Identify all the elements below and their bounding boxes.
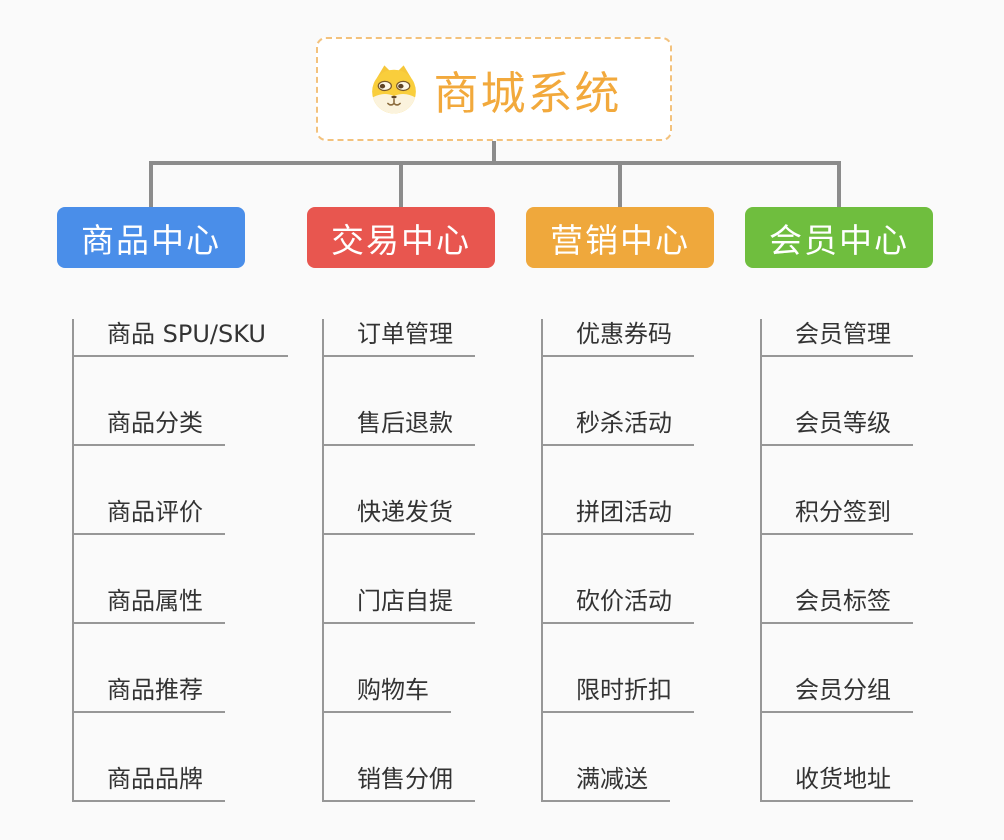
leaf-node[interactable]: 销售分佣 bbox=[324, 764, 475, 802]
branch-column-2: 交易中心 订单管理售后退款快递发货门店自提购物车销售分佣 bbox=[307, 207, 495, 802]
branch-column-1: 商品中心 商品 SPU/SKU 商品分类商品评价商品属性商品推荐商品品牌 bbox=[57, 207, 288, 802]
leaf-node[interactable]: 积分签到 bbox=[762, 497, 913, 535]
branch-header-4[interactable]: 会员中心 bbox=[745, 207, 933, 268]
branch-header-1[interactable]: 商品中心 bbox=[57, 207, 245, 268]
leaf-node[interactable]: 会员等级 bbox=[762, 408, 913, 446]
leaf-node[interactable]: 商品品牌 bbox=[74, 764, 225, 802]
branch-column-4: 会员中心 会员管理会员等级积分签到会员标签会员分组收货地址 bbox=[745, 207, 933, 802]
branch-column-3: 营销中心 优惠券码秒杀活动拼团活动砍价活动限时折扣满减送 bbox=[526, 207, 714, 802]
branch-header-label: 交易中心 bbox=[331, 220, 471, 260]
leaf-node[interactable]: 会员分组 bbox=[762, 675, 913, 713]
branch-header-label: 商品中心 bbox=[81, 220, 221, 260]
leaf-node[interactable]: 门店自提 bbox=[324, 586, 475, 624]
leaf-node[interactable]: 订单管理 bbox=[324, 319, 475, 357]
branch-list: 商品 SPU/SKU 商品分类商品评价商品属性商品推荐商品品牌 bbox=[72, 319, 288, 802]
branch-header-label: 会员中心 bbox=[769, 220, 909, 260]
leaf-node[interactable]: 商品分类 bbox=[74, 408, 225, 446]
branch-list: 订单管理售后退款快递发货门店自提购物车销售分佣 bbox=[322, 319, 495, 802]
leaf-node[interactable]: 商品属性 bbox=[74, 586, 225, 624]
leaf-node[interactable]: 商品推荐 bbox=[74, 675, 225, 713]
leaf-node[interactable]: 优惠券码 bbox=[543, 319, 694, 357]
leaf-node[interactable]: 购物车 bbox=[324, 675, 451, 713]
leaf-node[interactable]: 砍价活动 bbox=[543, 586, 694, 624]
root-title: 商城系统 bbox=[433, 66, 622, 120]
leaf-node[interactable]: 快递发货 bbox=[324, 497, 475, 535]
leaf-node[interactable]: 售后退款 bbox=[324, 408, 475, 446]
branch-header-2[interactable]: 交易中心 bbox=[307, 207, 495, 268]
leaf-node[interactable]: 收货地址 bbox=[762, 764, 913, 802]
leaf-node[interactable]: 商品 SPU/SKU bbox=[74, 319, 288, 357]
root-node[interactable]: 商城系统 bbox=[316, 37, 672, 141]
leaf-node[interactable]: 满减送 bbox=[543, 764, 670, 802]
leaf-node[interactable]: 会员标签 bbox=[762, 586, 913, 624]
leaf-node[interactable]: 会员管理 bbox=[762, 319, 913, 357]
branch-list: 优惠券码秒杀活动拼团活动砍价活动限时折扣满减送 bbox=[541, 319, 714, 802]
leaf-node[interactable]: 拼团活动 bbox=[543, 497, 694, 535]
leaf-node[interactable]: 商品评价 bbox=[74, 497, 225, 535]
leaf-node[interactable]: 秒杀活动 bbox=[543, 408, 694, 446]
dog-face-icon bbox=[366, 61, 422, 117]
leaf-node[interactable]: 限时折扣 bbox=[543, 675, 694, 713]
branch-header-label: 营销中心 bbox=[550, 220, 690, 260]
branch-list: 会员管理会员等级积分签到会员标签会员分组收货地址 bbox=[760, 319, 933, 802]
branch-header-3[interactable]: 营销中心 bbox=[526, 207, 714, 268]
